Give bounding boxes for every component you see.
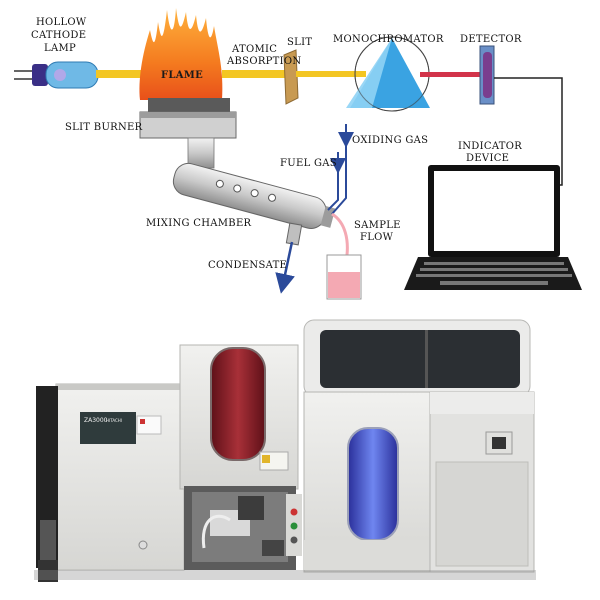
warning-label [136,415,162,435]
label-flow: FLOW [360,232,394,243]
oxiding-gas-line [331,126,347,215]
lamp-beam [96,70,142,78]
model-badge: ZA3000 [84,417,108,424]
label-atomic: ATOMIC [231,44,277,55]
label-absorption: ABSORPTION [226,56,301,67]
slit-burner [139,98,237,169]
slit [283,49,299,105]
condensate-arrow [275,241,295,294]
model-badge-plate [80,412,136,444]
detector-beam [420,72,482,77]
left-cabinet [55,383,185,571]
schematic-diagram: HOLLOW CATHODE LAMP FLAME ATOMIC ABSORPT… [14,8,582,300]
slit-beam [296,71,366,77]
detector [479,45,495,105]
red-lamp-window [210,347,266,461]
power-button[interactable] [138,540,148,550]
label-detector: DETECTOR [460,34,522,45]
label-device: DEVICE [466,153,509,164]
label-lamp: LAMP [44,43,76,54]
label-hollow: HOLLOW [36,17,87,28]
red-button[interactable] [290,508,298,516]
label-indicator: INDICATOR [458,141,522,152]
hollow-cathode-lamp [14,61,99,89]
sample-beaker [326,254,362,300]
instrument-photo: ZA3000 HITACHI [34,319,536,582]
green-button[interactable] [290,522,298,530]
label-cathode: CATHODE [31,30,86,41]
gray-button[interactable] [290,536,298,544]
label-mixing-chamber: MIXING CHAMBER [146,218,252,229]
label-sample: SAMPLE [354,220,401,231]
absorption-beam [222,70,286,78]
label-oxiding-gas: OXIDING GAS [352,135,428,146]
label-slit: SLIT [287,37,312,48]
brand-name: HITACHI [106,418,122,423]
label-condensate: CONDENSATE [208,260,287,271]
label-flame: FLAME [161,70,203,81]
blue-furnace-window [347,427,399,541]
label-monochromator: MONOCHROMATOR [333,34,444,45]
label-fuel-gas: FUEL GAS [280,158,337,169]
indicator-device [404,165,582,290]
flame [139,8,223,100]
top-window [320,330,520,388]
label-slit-burner: SLIT BURNER [65,122,143,133]
mixing-chamber [172,162,336,246]
